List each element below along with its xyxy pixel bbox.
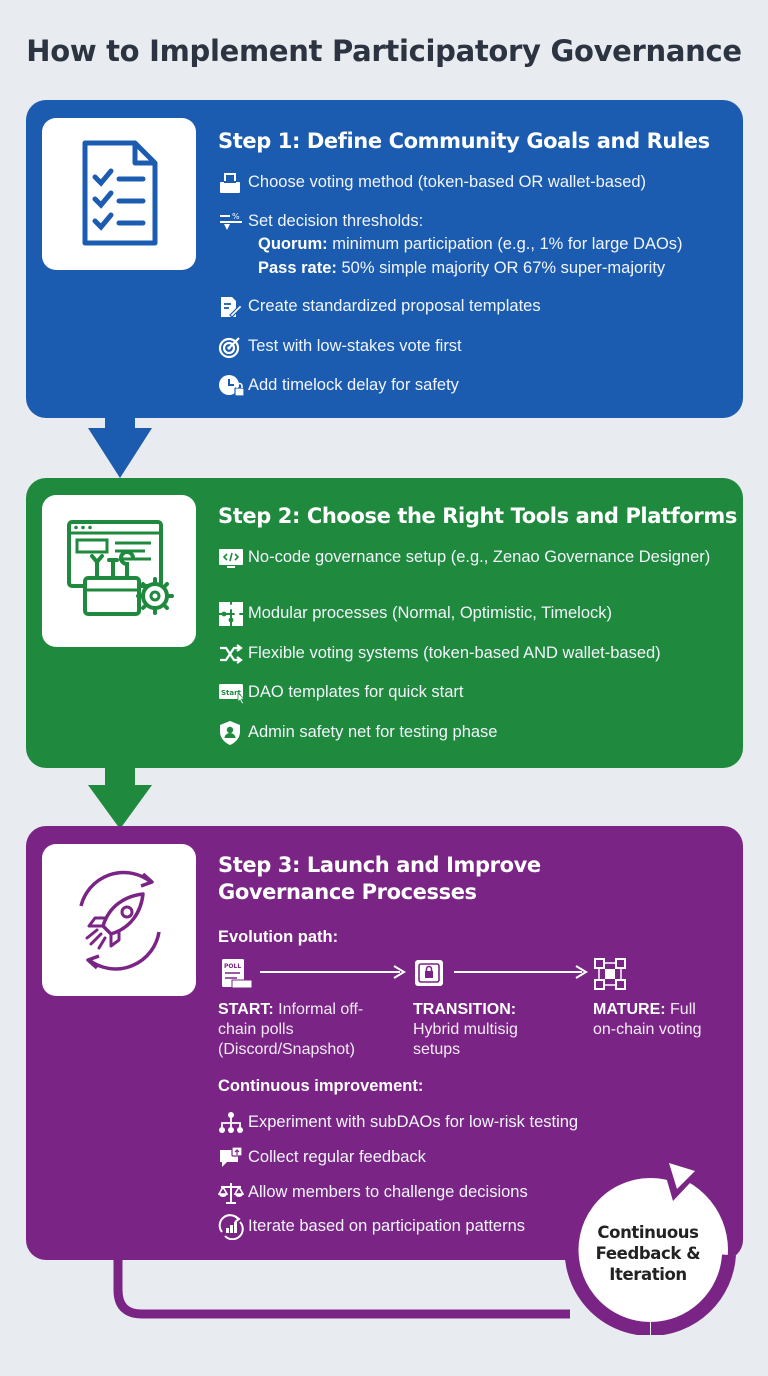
hierarchy-icon [218, 1110, 248, 1136]
pass-rate-line: Pass rate: 50% simple majority OR 67% su… [258, 259, 666, 277]
clock-lock-icon [218, 373, 248, 399]
evolution-path-label: Evolution path: [218, 928, 339, 946]
step1-item-test: Test with low-stakes vote first [218, 336, 728, 360]
puzzle-icon [218, 601, 248, 627]
checklist-document-icon [82, 140, 158, 246]
scales-icon [218, 1180, 248, 1206]
step3-item-iterate: Iterate based on participation patterns [218, 1214, 728, 1240]
step2-icon-box [42, 495, 196, 647]
stage-start: START: Informal off-chain polls (Discord… [218, 1001, 364, 1058]
flow-arrow-start-to-transition [260, 965, 406, 979]
step1-item-templates: Create standardized proposal templates [218, 296, 728, 320]
page-title: How to Implement Participatory Governanc… [26, 34, 742, 68]
step1-title: Step 1: Define Community Goals and Rules [218, 129, 710, 153]
safe-lock-icon [415, 960, 443, 986]
step2-item-nocode: No-code governance setup (e.g., Zenao Go… [218, 547, 728, 571]
svg-text:%: % [232, 212, 240, 221]
cycle-arrow-icon [564, 1153, 736, 1335]
svg-text:POLL: POLL [224, 963, 241, 970]
threshold-slider-icon: % [218, 209, 248, 235]
toolbox-window-icon [67, 520, 174, 616]
code-window-icon [218, 545, 248, 571]
step1-item-voting-method: Choose voting method (token-based OR wal… [218, 172, 728, 196]
step2-item-templates: Start DAO templates for quick start [218, 682, 728, 706]
shield-user-icon [218, 720, 248, 746]
step1-item-timelock: Add timelock delay for safety [218, 375, 728, 399]
start-button-icon: Start [218, 680, 248, 706]
step3-icon-box [42, 844, 196, 996]
stage-transition: TRANSITION: Hybrid multisig setups [413, 1001, 518, 1058]
continuous-improvement-label: Continuous improvement: [218, 1077, 424, 1095]
stage-mature: MATURE: Full on-chain voting [593, 1001, 702, 1038]
quorum-line: Quorum: minimum participation (e.g., 1% … [258, 235, 683, 253]
step3-item-feedback: Collect regular feedback [218, 1145, 728, 1171]
step1-item-thresholds: % Set decision thresholds: [218, 211, 728, 235]
step2-item-admin: Admin safety net for testing phase [218, 720, 728, 746]
blockchain-icon [594, 958, 626, 990]
shuffle-icon [218, 641, 248, 667]
step3-title: Step 3: Launch and Improve Governance Pr… [218, 853, 541, 904]
pencil-document-icon [218, 294, 248, 320]
growth-chart-icon [218, 1214, 248, 1240]
svg-text:Start: Start [221, 689, 242, 697]
step3-item-subdaos: Experiment with subDAOs for low-risk tes… [218, 1112, 728, 1136]
flow-arrow-transition-to-mature [454, 965, 588, 979]
step1-icon-box [42, 118, 196, 270]
step2-item-modular: Modular processes (Normal, Optimistic, T… [218, 601, 728, 627]
step2-item-flexible: Flexible voting systems (token-based AND… [218, 643, 728, 667]
rocket-cycle-icon [79, 870, 161, 971]
poll-document-icon: POLL [222, 959, 253, 989]
feedback-bubble-icon [218, 1145, 248, 1171]
target-icon [218, 334, 248, 360]
step2-title: Step 2: Choose the Right Tools and Platf… [218, 504, 737, 528]
ballot-box-icon [218, 170, 248, 196]
cycle-text: Continuous Feedback & Iteration [595, 1223, 701, 1284]
step3-item-challenge: Allow members to challenge decisions [218, 1182, 728, 1206]
